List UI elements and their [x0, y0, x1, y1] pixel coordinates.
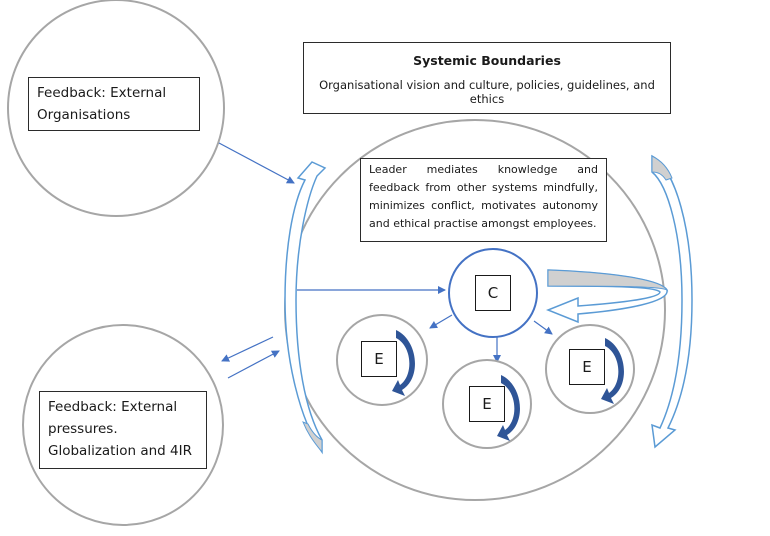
external-organisations-box: Feedback: External Organisations — [28, 77, 200, 131]
arrow-external-orgs-to-system — [218, 142, 295, 184]
center-node-label: C — [487, 284, 499, 302]
external-pressures-label-line1: Feedback: External — [48, 399, 178, 415]
left-curved-arrow-tail — [302, 421, 323, 454]
employee-node-left-label: E — [374, 350, 384, 368]
leader-note-text: Leader mediates knowledge and feedback f… — [369, 163, 598, 230]
external-organisations-label-line1: Feedback: External — [37, 85, 167, 101]
employee-node-middle-box: E — [469, 386, 505, 422]
employee-loop-arrow-left — [392, 330, 415, 396]
right-curved-arrow-head-fill — [651, 155, 673, 181]
systemic-boundaries-subtitle: Organisational vision and culture, polic… — [319, 78, 655, 106]
loop-arrow-band — [547, 269, 669, 292]
right-curved-arrow — [651, 154, 693, 449]
systemic-boundaries-title: Systemic Boundaries — [413, 53, 561, 68]
arrow-center-to-employee-right — [533, 320, 553, 335]
employee-loop-arrow-middle — [497, 375, 520, 441]
external-pressures-label-line3: Globalization and 4IR — [48, 443, 192, 459]
arrow-center-to-employee-left — [429, 314, 453, 329]
external-organisations-label-line2: Organisations — [37, 107, 131, 123]
external-organisations-circle — [7, 0, 225, 217]
systemic-boundaries-box: Systemic Boundaries Organisational visio… — [303, 42, 671, 114]
arrow-system-to-pressures — [221, 336, 274, 362]
external-pressures-box: Feedback: External pressures. Globalizat… — [39, 391, 207, 469]
employee-node-right-box: E — [569, 349, 605, 385]
employee-node-right-label: E — [582, 358, 592, 376]
employee-node-middle-label: E — [482, 395, 492, 413]
arrow-pressures-to-system — [227, 350, 280, 379]
external-pressures-label-line2: pressures. — [48, 421, 118, 437]
external-pressures-circle — [22, 324, 224, 526]
employee-loop-arrow-right — [601, 338, 624, 404]
center-node-label-box: C — [475, 275, 511, 311]
leader-note-box: Leader mediates knowledge and feedback f… — [360, 158, 607, 242]
left-curved-arrow — [284, 161, 327, 455]
employee-node-left-box: E — [361, 341, 397, 377]
